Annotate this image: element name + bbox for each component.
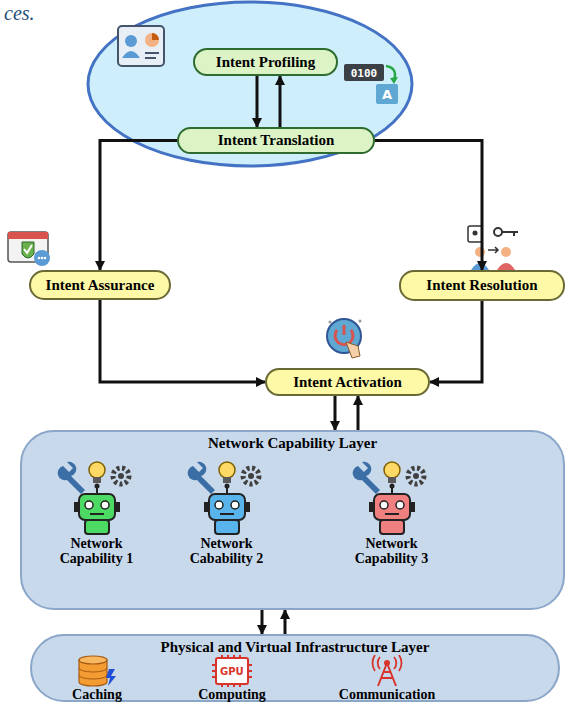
- assurance-icon: [8, 232, 50, 266]
- capability-item: Network Capability 1: [44, 458, 149, 566]
- node-label: Intent Assurance: [46, 277, 155, 294]
- robot-icon: [57, 458, 137, 536]
- profiling-icon: [118, 26, 164, 66]
- infrastructure-item: Computing: [177, 655, 287, 702]
- node-label: Network Cabability 2: [174, 536, 279, 566]
- icon-text: GPU: [220, 666, 244, 677]
- layer-title: Network Capability Layer: [22, 435, 563, 452]
- process-pill: Intent Resolution: [399, 270, 565, 301]
- infrastructure-item: Communication: [317, 655, 457, 702]
- node-label: Intent Activation: [293, 374, 402, 391]
- process-pill: Intent Activation: [265, 368, 430, 396]
- node-label: Intent Profiling: [216, 54, 315, 71]
- cropped-text: ces.: [4, 2, 35, 25]
- process-pill: Intent Assurance: [29, 270, 171, 300]
- process-pill: Intent Translation: [177, 127, 375, 154]
- node-label: Caching: [42, 687, 152, 702]
- flow-arrow: [100, 300, 265, 382]
- node-label: Intent Resolution: [426, 277, 537, 294]
- icon-text: A: [376, 86, 398, 104]
- icon-text: 0100: [344, 65, 384, 82]
- infrastructure-item: Caching: [42, 655, 152, 702]
- flow-arrow: [375, 141, 482, 271]
- resolution-icon: [468, 226, 518, 270]
- tower-icon: [359, 655, 415, 687]
- flow-arrow: [100, 141, 177, 271]
- activation-icon: [327, 319, 362, 358]
- flow-arrow: [261, 610, 264, 634]
- flow-arrow: [279, 76, 282, 127]
- translation-icon: [344, 64, 398, 104]
- flow-arrow: [334, 396, 337, 430]
- flow-arrow: [430, 301, 482, 382]
- capability-item: Network Capability 3: [339, 458, 444, 566]
- flow-arrow: [284, 610, 287, 634]
- layer-band: Physical and Virtual Infrastructure Laye…: [30, 634, 560, 702]
- database-icon: [69, 655, 125, 687]
- node-label: Network Capability 3: [339, 536, 444, 566]
- flow-arrow: [256, 76, 259, 127]
- node-label: Communication: [317, 687, 457, 702]
- node-label: Computing: [177, 687, 287, 702]
- node-label: Intent Translation: [218, 132, 335, 149]
- robot-icon: [187, 458, 267, 536]
- node-label: Network Capability 1: [44, 536, 149, 566]
- robot-icon: [352, 458, 432, 536]
- flow-arrow: [357, 396, 360, 430]
- capability-item: Network Cabability 2: [174, 458, 279, 566]
- layer-band: Network Capability LayerNetwork Capabili…: [20, 430, 565, 610]
- layer-title: Physical and Virtual Infrastructure Laye…: [32, 639, 558, 656]
- process-pill: Intent Profiling: [193, 48, 338, 76]
